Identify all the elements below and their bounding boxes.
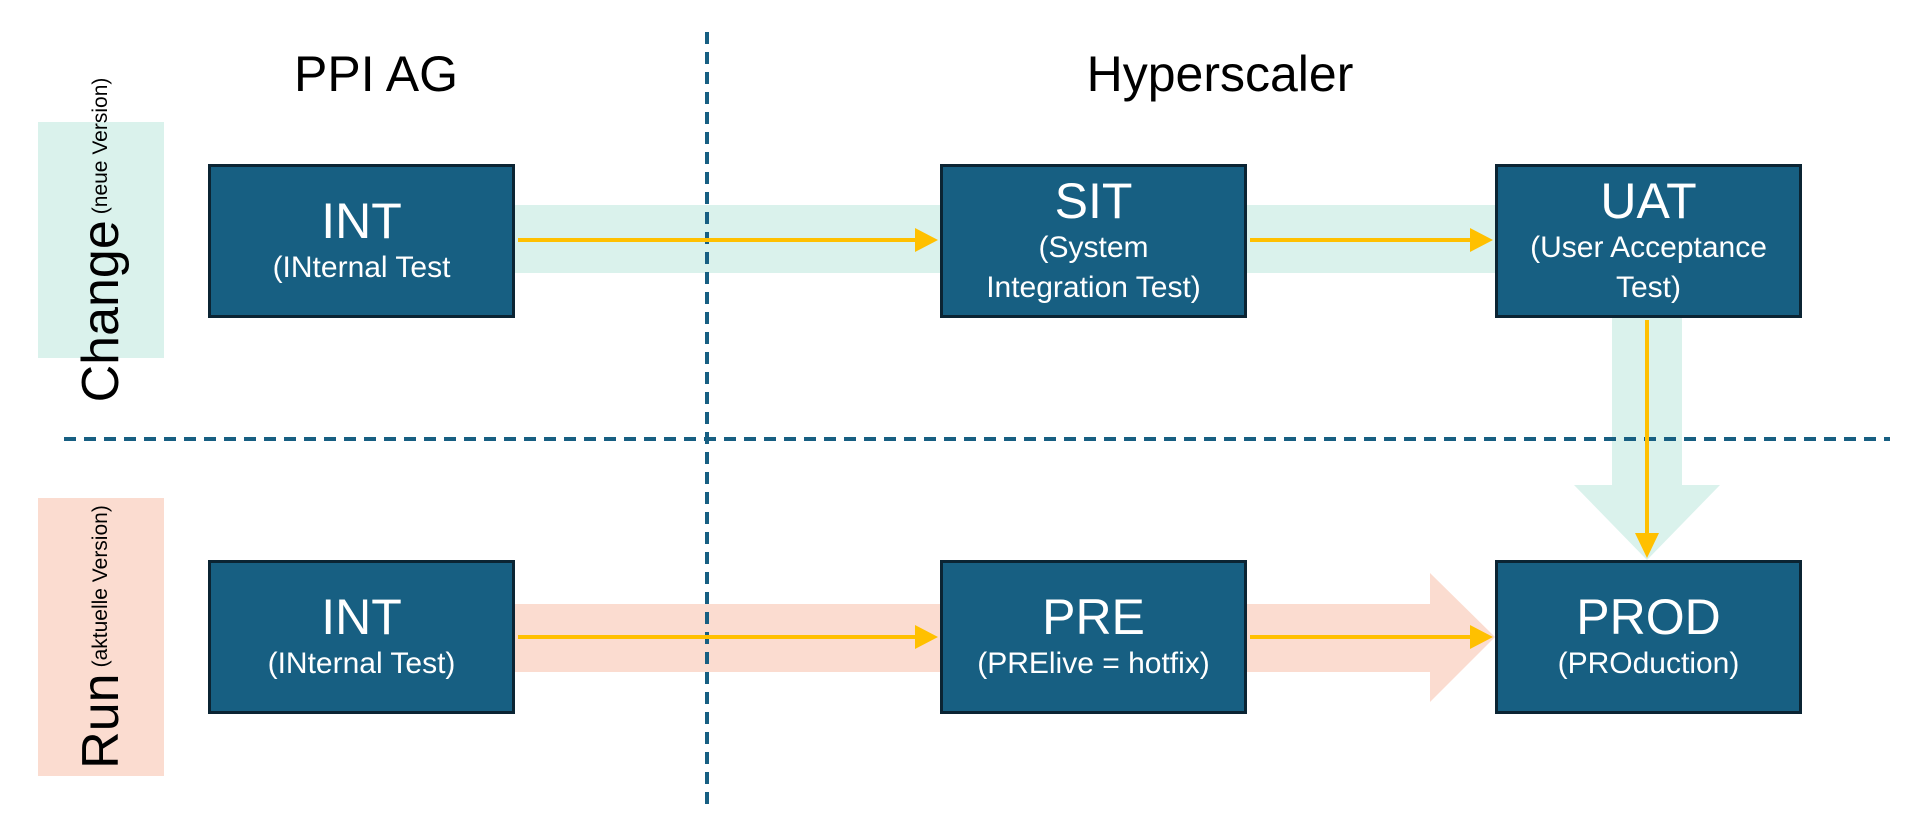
change-lane-background	[38, 122, 164, 358]
run-lane-background	[38, 498, 164, 776]
box-pre-description: (PRElive = hotfix)	[977, 647, 1210, 680]
box-sit-description: (System Integration Test)	[986, 231, 1201, 304]
box-uat: UAT (User Acceptance Test)	[1495, 164, 1802, 318]
box-prod-description: (PROduction)	[1557, 647, 1740, 680]
box-prod-name: PROD	[1576, 589, 1721, 645]
lane-subtitle-run: (aktuelle Version)	[89, 505, 112, 668]
box-sit-name: SIT	[1054, 173, 1133, 229]
arrowhead-sit-to-uat	[1470, 228, 1493, 252]
box-change-int: INT (INternal Test	[208, 164, 515, 318]
box-change-int-name: INT	[321, 193, 402, 249]
arrowhead-change-int-to-sit	[915, 228, 938, 252]
arrowhead-run-int-to-pre	[915, 625, 938, 649]
lane-title-run: Run	[72, 673, 130, 769]
arrowhead-uat-to-prod	[1635, 533, 1659, 558]
box-pre-name: PRE	[1042, 589, 1145, 645]
box-run-int-description: (INternal Test)	[267, 647, 456, 680]
column-header-hyperscaler: Hyperscaler	[1086, 46, 1354, 102]
box-uat-description: (User Acceptance Test)	[1530, 231, 1767, 304]
lane-label-run: Run (aktuelle Version)	[71, 498, 131, 776]
lane-subtitle-change: (neue Version)	[89, 77, 112, 215]
box-prod: PROD (PROduction)	[1495, 560, 1802, 714]
arrowhead-pre-to-prod	[1470, 625, 1493, 649]
box-run-int: INT (INternal Test)	[208, 560, 515, 714]
box-run-int-name: INT	[321, 589, 402, 645]
lane-title-change: Change	[72, 220, 130, 403]
box-pre: PRE (PRElive = hotfix)	[940, 560, 1247, 714]
column-header-ppi-ag: PPI AG	[294, 46, 458, 102]
box-change-int-description: (INternal Test	[272, 251, 451, 284]
box-sit: SIT (System Integration Test)	[940, 164, 1247, 318]
box-uat-name: UAT	[1600, 173, 1697, 229]
lane-label-change: Change (neue Version)	[71, 78, 131, 403]
